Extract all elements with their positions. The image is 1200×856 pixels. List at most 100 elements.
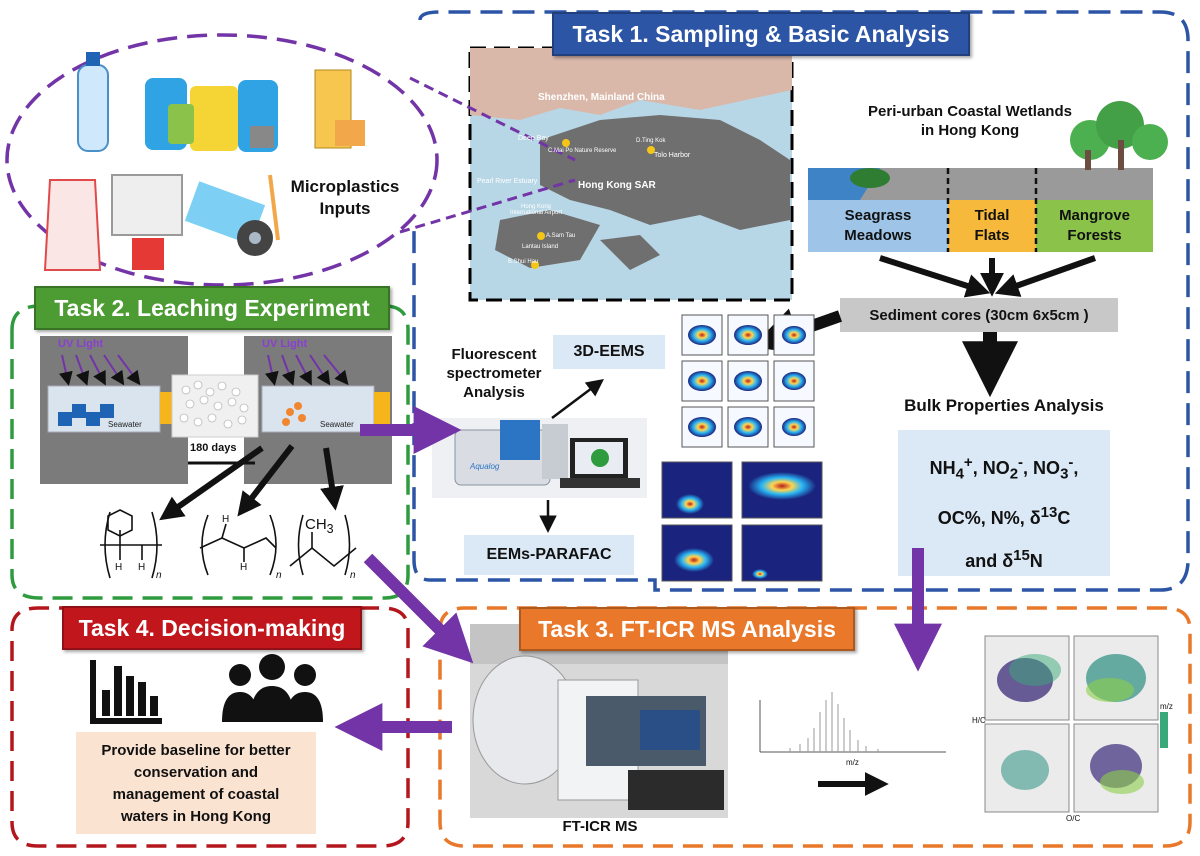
task2-frame [10,304,410,600]
seagrass-label-line1: Seagrass [844,207,912,224]
polystyrene-h-2: H [138,562,146,573]
bulk-properties-list: NH4+, NO2-, NO3-, OC%, N%, δ13C and δ15N [898,444,1110,580]
leaching-experiment-photo [40,336,392,484]
map-lantau: Lantau Island [522,244,559,250]
microplastics-label-line2: Inputs [319,199,371,218]
fluorescent-label-line3: Analysis [463,384,525,401]
ft-icr-ms-label: FT-ICR MS [562,818,638,835]
wetlands-title-line1: Peri-urban Coastal Wetlands [868,103,1072,120]
map-airport-line2: International Airport [510,210,563,216]
eems-thumbnail-grid [681,314,815,448]
sediment-label: Sediment cores (30cm 6x5cm ) [869,306,1089,324]
uv-light-right: UV Light [262,338,308,350]
microplastics-label: Microplastics Inputs [282,176,408,220]
foam-box-icon [111,174,183,236]
polystyrene-structure [100,509,162,579]
tidal-label: Tidal Flats [948,206,1036,246]
vk-xlabel: O/C [1066,814,1081,823]
map-pearl: Pearl River Estuary [477,178,538,185]
sediment-box [840,298,1118,332]
van-krevelen-plots [984,635,1168,813]
microplastics-to-map-line-2 [399,178,576,234]
microplastics-label-line1: Microplastics [290,177,400,196]
seawater-left: Seawater [108,420,142,429]
map-region-label: Shenzhen, Mainland China [538,92,665,103]
polypropylene-structure [289,514,357,576]
task4-banner: Task 4. Decision-making [62,606,362,650]
map-airport-line1: Hong Kong [521,204,552,210]
task3-banner: Task 3. FT-ICR MS Analysis [519,607,855,651]
fluorescent-label: Fluorescent spectrometer Analysis [436,345,552,402]
instrument-to-3d-eems-arrow [551,379,604,419]
wetlands-title-line2: in Hong Kong [920,122,1020,139]
mangrove-label: Mangrove Forests [1036,206,1153,246]
ch3-label: CH [305,516,327,533]
microplastics-frame [5,33,439,287]
bulk-properties-box [898,430,1110,576]
vk-legend-title: m/z [1160,702,1173,711]
parafac-component-plots [661,461,823,582]
task4-frame [10,606,410,848]
task1-banner: Task 1. Sampling & Basic Analysis [552,12,970,56]
bulk-properties-title: Bulk Properties Analysis [904,396,1104,415]
vk-ylabel: H/C [972,716,986,725]
map-shui-hau: B.Shui Hau [508,259,539,265]
hong-kong-map [468,46,794,302]
wetlands-title: Peri-urban Coastal Wetlands in Hong Kong [830,102,1110,140]
3d-eems-box [553,335,665,369]
task4-text: Provide baseline for better conservation… [76,740,316,828]
polystyrene-h-1: H [115,562,123,573]
map-mai-po: C.Mai Po Nature Reserve [548,148,617,154]
3d-eems-label: 3D-EEMS [573,343,645,360]
task4-text-line1: Provide baseline for better [101,742,291,759]
map-ting-kok: D.Ting Kok [636,138,666,144]
plastic-bag-icon [43,179,102,271]
microplastics-to-map-line-1 [409,76,576,162]
ft-icr-ms-photo [470,624,728,818]
seagrass-label: Seagrass Meadows [808,206,948,246]
map-san-tau: A.Sam Tau [546,233,576,239]
eems-parafac-label: EEMs-PARAFAC [486,546,612,563]
polyethylene-h-2: H [240,562,248,573]
fluorescent-label-line2: spectrometer [446,365,542,382]
ch3-subscript: 3 [326,522,334,536]
red-cup-icon [132,238,164,270]
task2-to-ftms-arrow [363,553,474,664]
tidal-label-line1: Tidal [974,207,1010,224]
task3-frame [438,606,1192,848]
task4-text-line4: waters in Hong Kong [121,808,271,825]
mangrove-label-line2: Forests [1067,227,1122,244]
seagrass-label-line2: Meadows [844,227,912,244]
days-label: 180 days [190,442,237,454]
wetland-illustration [808,101,1168,252]
spoon-icon [268,174,280,241]
mangrove-label-line1: Mangrove [1059,207,1130,224]
map-tolo: Tolo Harbor [654,152,691,159]
microplastics-items-illustration [43,52,365,271]
polyethylene-h-1: H [222,514,230,525]
task4-text-line2: conservation and [133,764,259,781]
fluorescent-spectrometer-illustration [432,418,647,498]
polystyrene-n: n [156,570,162,581]
people-group-icon [222,654,323,722]
map-deep-bay: Deep Bay [518,135,549,142]
water-bottle-icon [77,64,109,152]
uv-light-left: UV Light [58,338,104,350]
task2-banner: Task 2. Leaching Experiment [34,286,390,330]
polyethylene-structure [199,514,277,576]
bulk-line-carbon: OC%, N%, δ13C [937,503,1071,528]
map-hk-sar: Hong Kong SAR [578,180,656,191]
instrument-brand: Aqualog [470,462,500,471]
polyethylene-n: n [276,570,282,581]
seawater-right: Seawater [320,420,354,429]
map-airport: Hong Kong International Airport [510,204,562,216]
polypropylene-n: n [350,570,356,581]
mangrove-zone [1036,200,1153,252]
bulk-line-isotope: and δ15N [965,546,1043,571]
task4-text-line3: management of coastal [112,786,280,803]
leaching-to-polymer-arrows [159,444,344,521]
fluorescent-label-line1: Fluorescent [451,346,537,363]
tidal-label-line2: Flats [974,227,1010,244]
seagrass-zone [808,200,948,252]
